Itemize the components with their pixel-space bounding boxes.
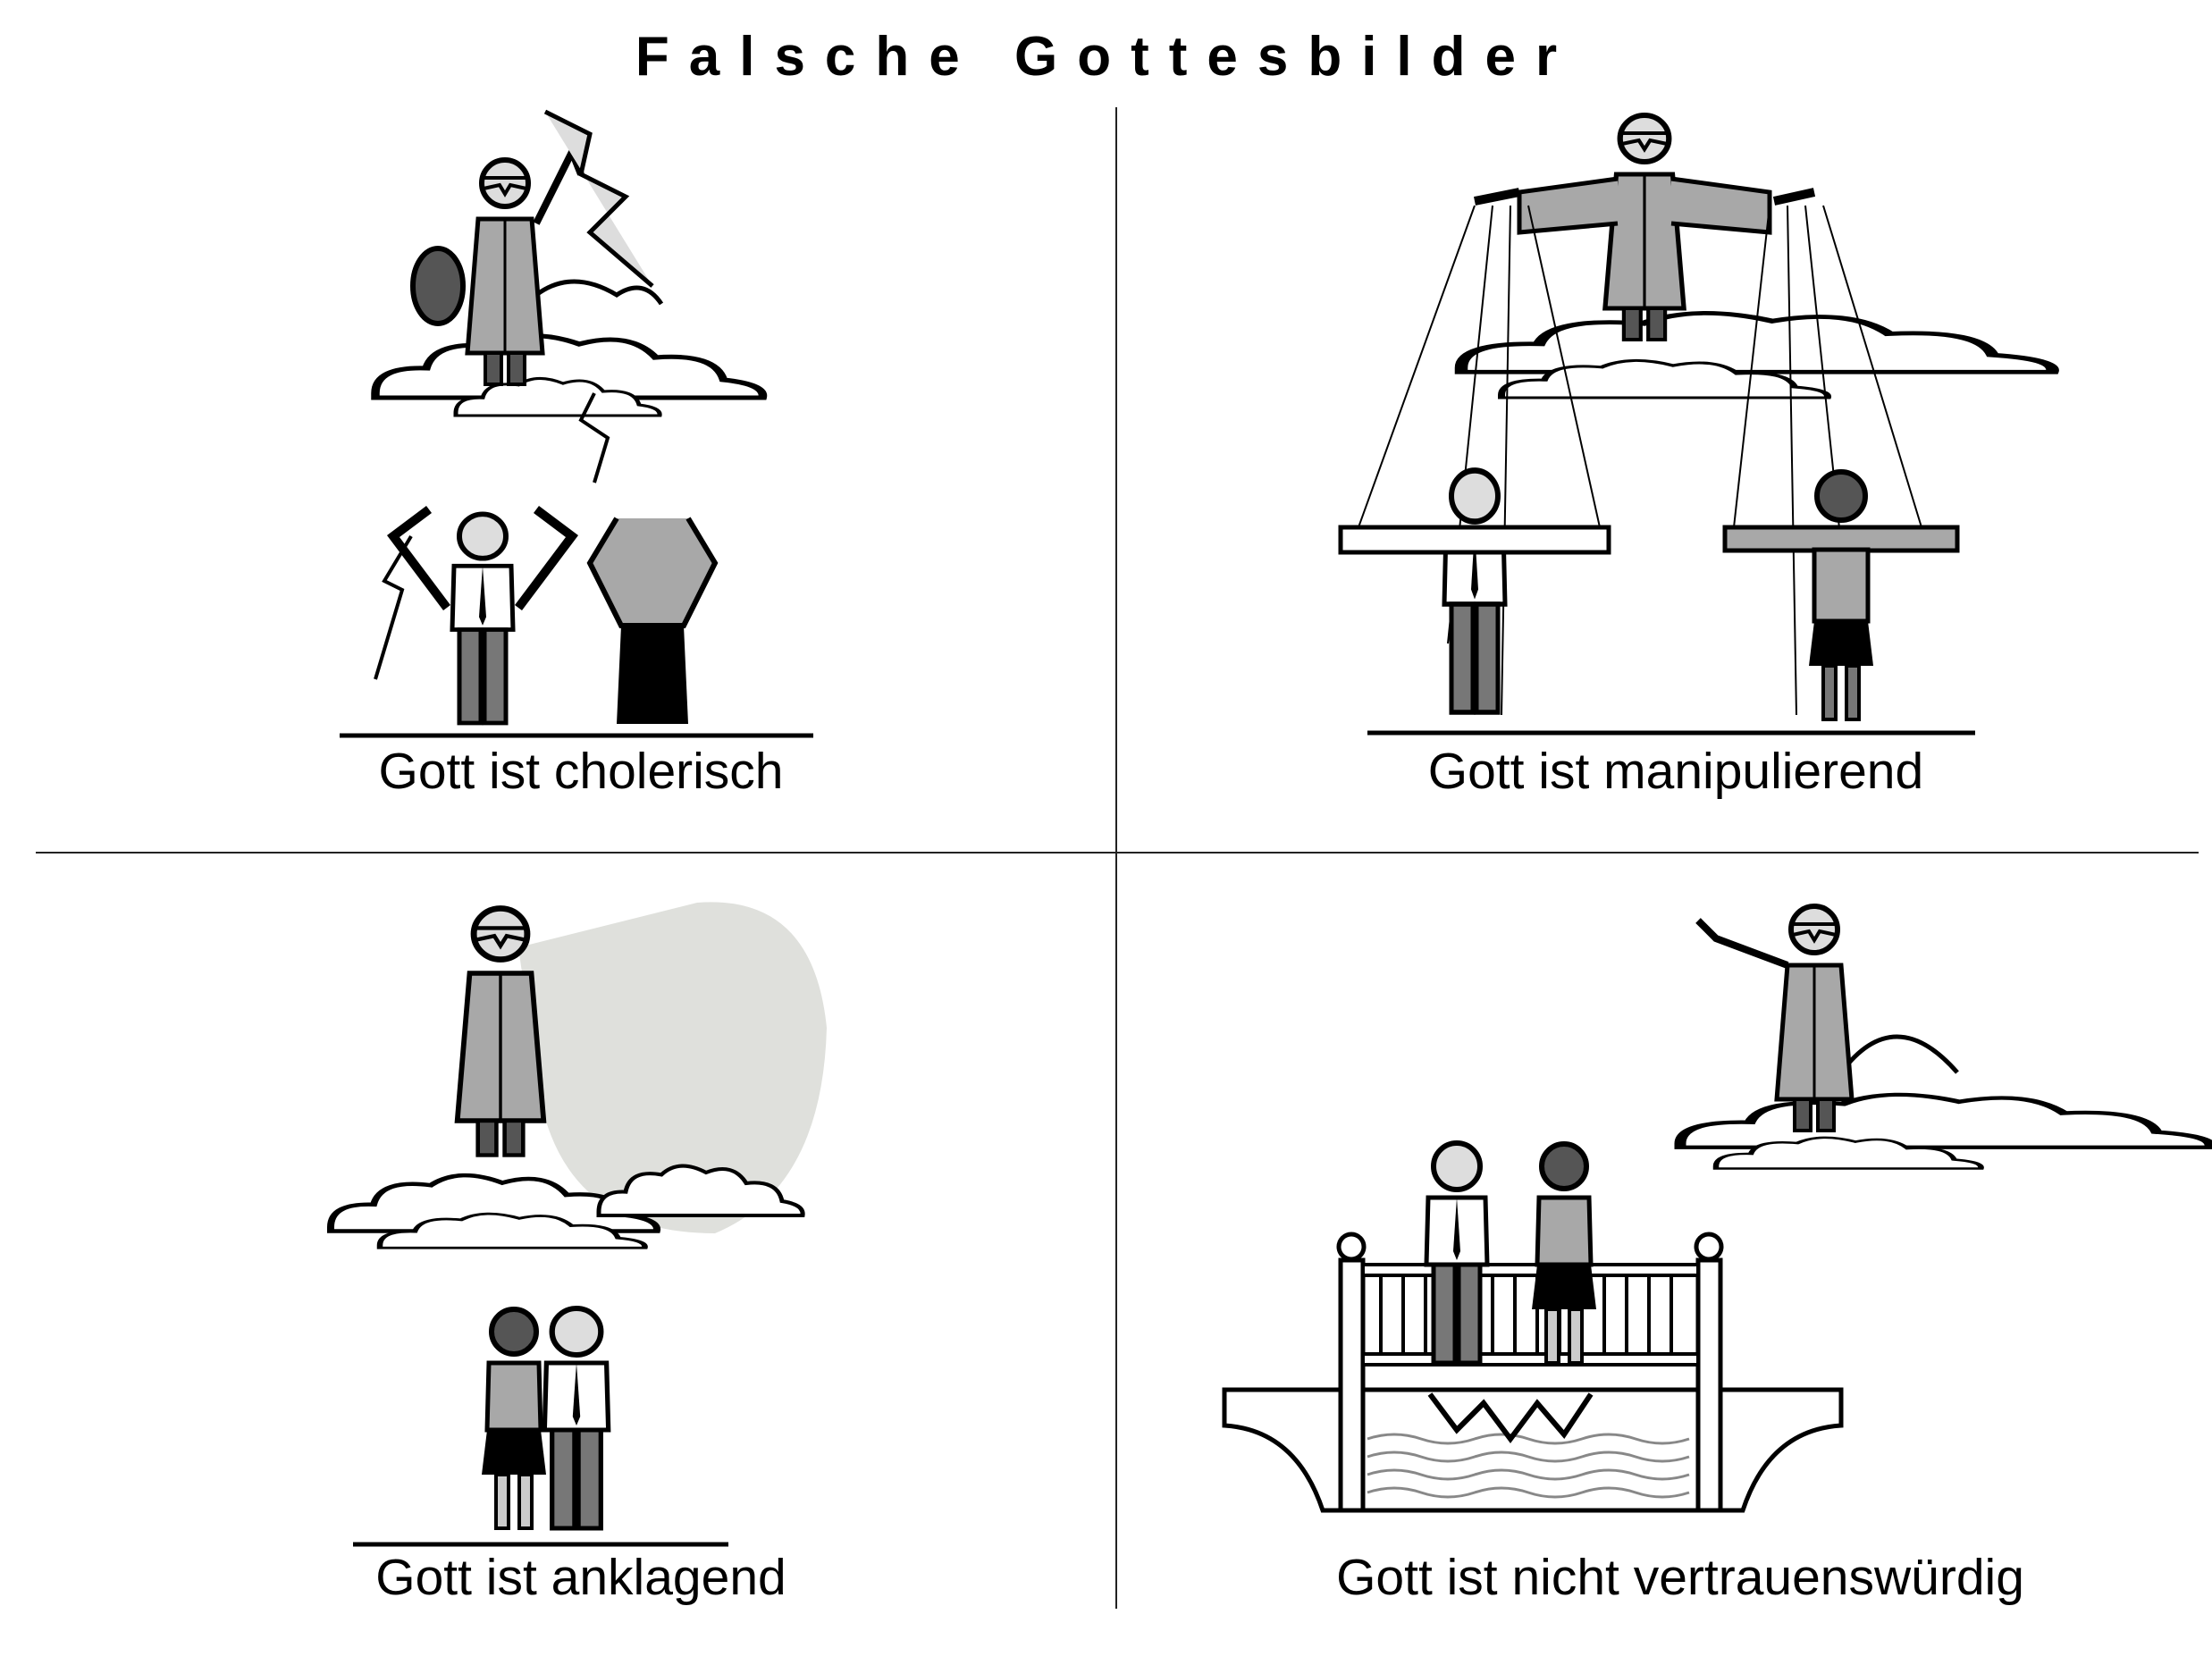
accusing-god-illustration bbox=[331, 902, 827, 1547]
angry-god-lightning-illustration bbox=[340, 109, 813, 738]
caption-cholerisch: Gott ist cholerisch bbox=[378, 743, 784, 800]
page-title: Falsche Gottesbilder bbox=[635, 26, 1577, 88]
caption-anklagend: Gott ist anklagend bbox=[375, 1549, 786, 1606]
vertical-divider bbox=[1115, 107, 1117, 1609]
untrustworthy-god-broken-bridge-illustration bbox=[1222, 906, 2210, 1513]
puppet-master-god-illustration bbox=[1338, 115, 2053, 736]
horizontal-divider bbox=[36, 852, 2199, 854]
caption-nicht-vertrauenswuerdig: Gott ist nicht vertrauenswürdig bbox=[1336, 1549, 2024, 1606]
caption-manipulierend: Gott ist manipulierend bbox=[1427, 743, 1924, 800]
